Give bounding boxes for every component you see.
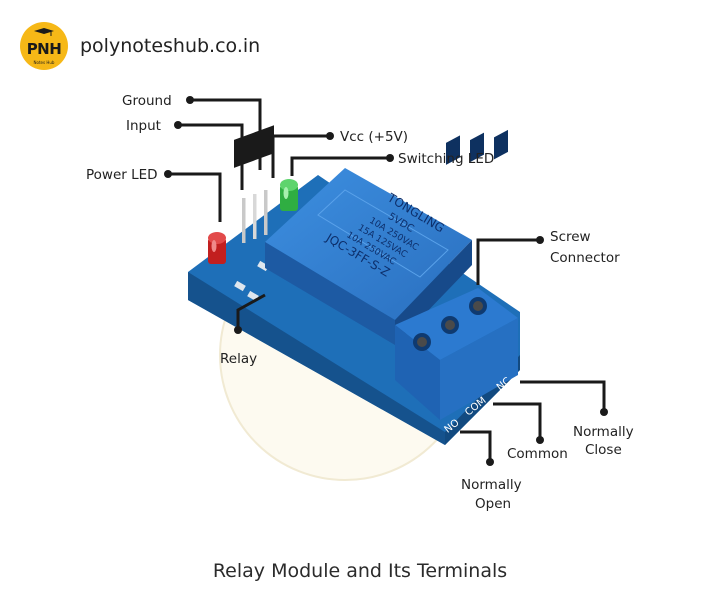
leader-vcc: [271, 134, 330, 178]
leader-lines: [168, 98, 606, 462]
graduation-cap-icon: [34, 28, 54, 36]
header-pins: [234, 125, 274, 243]
label-normally-close-2: Close: [585, 442, 622, 458]
leader-normally-open: [460, 430, 492, 462]
pnh-logo: PNH Notes Hub: [20, 22, 68, 70]
leader-power-led: [168, 172, 222, 222]
label-screw-connector-2: Connector: [550, 250, 620, 266]
relay-module-diagram: TONGLING 5VDC 10A 250VAC 15A 125VAC 10A …: [86, 93, 634, 512]
leader-screw-connector: [476, 238, 540, 285]
label-input: Input: [126, 118, 161, 134]
logo-text: PNH: [26, 40, 62, 58]
leader-switching-led: [290, 156, 390, 176]
label-normally-close-1: Normally: [573, 424, 634, 440]
label-normally-open-1: Normally: [461, 477, 522, 493]
leader-normally-close: [520, 380, 606, 412]
leader-relay: [236, 293, 266, 330]
label-screw-connector-1: Screw: [550, 229, 591, 245]
label-ground: Ground: [122, 93, 172, 109]
power-led: [208, 232, 226, 264]
figure-caption: Relay Module and Its Terminals: [212, 560, 508, 582]
label-switching-led: Switching LED: [398, 151, 494, 167]
label-normally-open-2: Open: [475, 496, 511, 512]
brand-header: PNH Notes Hub polynoteshub.co.in: [20, 21, 260, 71]
label-relay: Relay: [220, 351, 257, 367]
logo-subtext: Notes Hub: [33, 60, 55, 65]
leader-input: [178, 123, 244, 190]
leader-common: [493, 402, 542, 440]
label-common: Common: [507, 446, 568, 462]
switching-led: [280, 179, 298, 211]
label-vcc: Vcc (+5V): [340, 129, 408, 145]
leader-dots: [164, 96, 608, 466]
site-name: polynoteshub.co.in: [80, 35, 261, 57]
leader-ground: [190, 98, 262, 170]
label-power-led: Power LED: [86, 167, 158, 183]
screw-terminal-block: [395, 129, 518, 420]
